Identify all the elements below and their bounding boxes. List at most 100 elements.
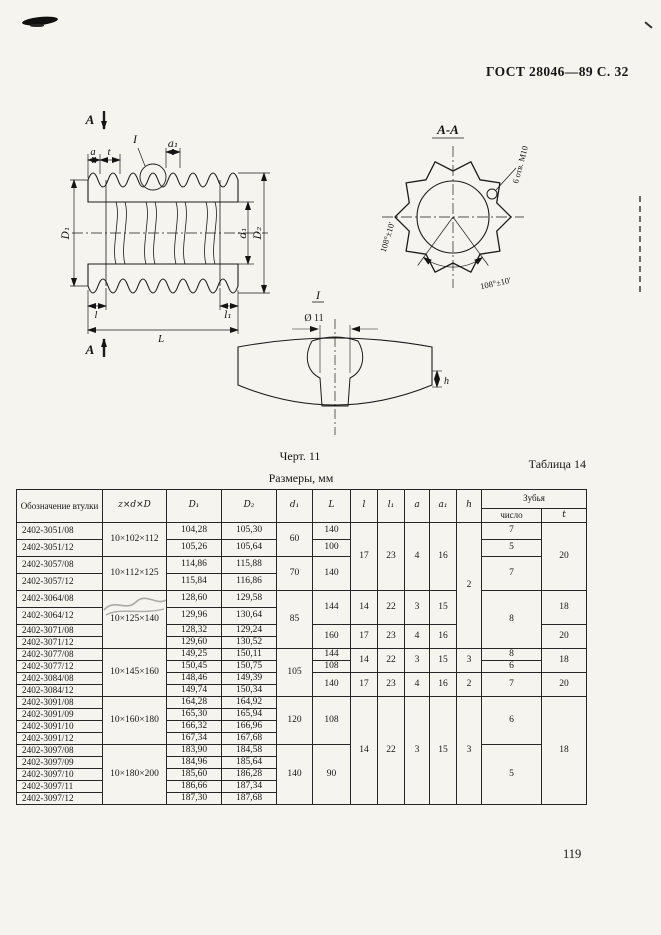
cell-D2: 187,68 bbox=[221, 792, 277, 805]
cell-d1: 120 bbox=[276, 696, 313, 745]
cell-L: 100 bbox=[312, 539, 351, 557]
dim-label-D1: D₁ bbox=[60, 227, 72, 241]
dim-label-a: a bbox=[90, 147, 95, 158]
scan-artifact-blob-small bbox=[30, 24, 44, 27]
cell-des: 2402-3051/12 bbox=[16, 539, 103, 557]
cell-des: 2402-3091/08 bbox=[16, 696, 103, 709]
cell-D1: 104,28 bbox=[166, 522, 222, 540]
detail-dimensions bbox=[292, 325, 442, 388]
dimension-lines bbox=[70, 148, 270, 334]
cell-t: 20 bbox=[541, 672, 587, 697]
cell-a1: 15 bbox=[429, 590, 457, 625]
cell-l1: 23 bbox=[377, 672, 405, 697]
cell-D2: 130,64 bbox=[221, 607, 277, 625]
header-d1: d₁ bbox=[276, 489, 313, 523]
cell-D2: 150,11 bbox=[221, 648, 277, 661]
diameter-label: Ø 11 bbox=[304, 313, 323, 324]
cell-l: 14 bbox=[350, 696, 378, 805]
scan-artifact-binding-marks bbox=[639, 196, 641, 292]
cell-t: 20 bbox=[541, 624, 587, 649]
detail-view-drawing: I Ø 11 h bbox=[237, 288, 449, 435]
cell-des: 2402-3084/08 bbox=[16, 672, 103, 685]
cell-h: 3 bbox=[456, 696, 482, 805]
cell-D1: 150,45 bbox=[166, 660, 222, 673]
cell-num: 7 bbox=[481, 556, 542, 591]
cell-D1: 164,28 bbox=[166, 696, 222, 709]
cell-a1: 16 bbox=[429, 672, 457, 697]
cell-num: 6 bbox=[481, 660, 542, 673]
cell-num: 6 bbox=[481, 696, 542, 745]
cell-zdd: 10×125×140 bbox=[102, 590, 167, 649]
cell-D1: 128,32 bbox=[166, 624, 222, 637]
cell-d1: 60 bbox=[276, 522, 313, 557]
table-row: 2402-3077/08 10×145×160 149,25 150,11 10… bbox=[16, 648, 587, 697]
cell-D1: 148,46 bbox=[166, 672, 222, 685]
cell-D2: 165,94 bbox=[221, 708, 277, 721]
cell-h: 3 bbox=[456, 648, 482, 673]
cell-l1: 22 bbox=[377, 696, 405, 805]
cell-D2: 105,30 bbox=[221, 522, 277, 540]
table-row: 2402-3097/12 187,30 187,68 bbox=[16, 792, 587, 805]
page-number: 119 bbox=[563, 847, 582, 861]
cell-a: 3 bbox=[404, 696, 430, 805]
cell-des: 2402-3097/08 bbox=[16, 744, 103, 757]
dim-label-h: h bbox=[444, 376, 449, 387]
header-teeth: Зубья bbox=[481, 489, 587, 509]
table-title: Размеры, мм bbox=[268, 471, 334, 485]
cell-num: 8 bbox=[481, 590, 542, 649]
cell-des: 2402-3084/12 bbox=[16, 684, 103, 697]
header-zdd: z×d×D bbox=[102, 489, 167, 523]
cell-D2: 129,24 bbox=[221, 624, 277, 637]
detail-callout: I bbox=[132, 132, 167, 191]
cell-l: 17 bbox=[350, 624, 378, 649]
cell-L: 140 bbox=[312, 556, 351, 591]
cell-D2: 184,58 bbox=[221, 744, 277, 757]
cell-D2: 166,96 bbox=[221, 720, 277, 733]
cell-D2: 185,64 bbox=[221, 756, 277, 769]
cell-D1: 187,30 bbox=[166, 792, 222, 805]
cell-D2: 105,64 bbox=[221, 539, 277, 557]
cell-l1: 23 bbox=[377, 522, 405, 591]
cell-D2: 149,39 bbox=[221, 672, 277, 685]
header-D2: D₂ bbox=[221, 489, 277, 523]
hole-annotation bbox=[486, 167, 517, 200]
table-row: 2402-3064/08 10×125×140 128,60 129,58 85… bbox=[16, 590, 587, 649]
cell-l: 14 bbox=[350, 590, 378, 625]
cell-D1: 149,74 bbox=[166, 684, 222, 697]
cell-h: 2 bbox=[456, 672, 482, 697]
cell-D1: 184,96 bbox=[166, 756, 222, 769]
cell-num: 8 bbox=[481, 648, 542, 661]
cell-d1: 70 bbox=[276, 556, 313, 591]
cell-D1: 165,30 bbox=[166, 708, 222, 721]
table-row: 2402-3057/12 115,84 116,86 bbox=[16, 573, 587, 591]
cell-l1: 22 bbox=[377, 590, 405, 625]
detail-view-label: I bbox=[315, 288, 321, 302]
cell-D2: 164,92 bbox=[221, 696, 277, 709]
cell-des: 2402-3064/08 bbox=[16, 590, 103, 608]
thread-groove-lines bbox=[105, 180, 221, 286]
cell-des: 2402-3097/10 bbox=[16, 768, 103, 781]
cell-des: 2402-3077/08 bbox=[16, 648, 103, 661]
cell-a: 4 bbox=[404, 672, 430, 697]
header-teeth-count: число bbox=[481, 508, 542, 523]
cell-D1: 185,60 bbox=[166, 768, 222, 781]
cell-L: 108 bbox=[312, 696, 351, 745]
cell-D2: 187,34 bbox=[221, 780, 277, 793]
header-a1: a₁ bbox=[429, 489, 457, 523]
angle-label-left: 108°±10' bbox=[378, 220, 397, 253]
cell-D2: 150,75 bbox=[221, 660, 277, 673]
cell-l1: 23 bbox=[377, 624, 405, 649]
section-view-title: А-А bbox=[436, 122, 459, 137]
cell-des: 2402-3071/12 bbox=[16, 636, 103, 649]
cell-D2: 186,28 bbox=[221, 768, 277, 781]
cell-des: 2402-3057/08 bbox=[16, 556, 103, 574]
cell-D1: 115,84 bbox=[166, 573, 222, 591]
cell-zdd: 10×160×180 bbox=[102, 696, 167, 745]
cell-d1: 140 bbox=[276, 744, 313, 805]
dim-label-D2: D₂ bbox=[252, 227, 264, 241]
cell-des: 2402-3097/11 bbox=[16, 780, 103, 793]
dim-label-l1: l₁ bbox=[224, 309, 232, 321]
cell-a1: 15 bbox=[429, 648, 457, 673]
dimensions-table: Обозначение втулки z×d×D D₁ D₂ d₁ L l l₁… bbox=[16, 489, 587, 805]
